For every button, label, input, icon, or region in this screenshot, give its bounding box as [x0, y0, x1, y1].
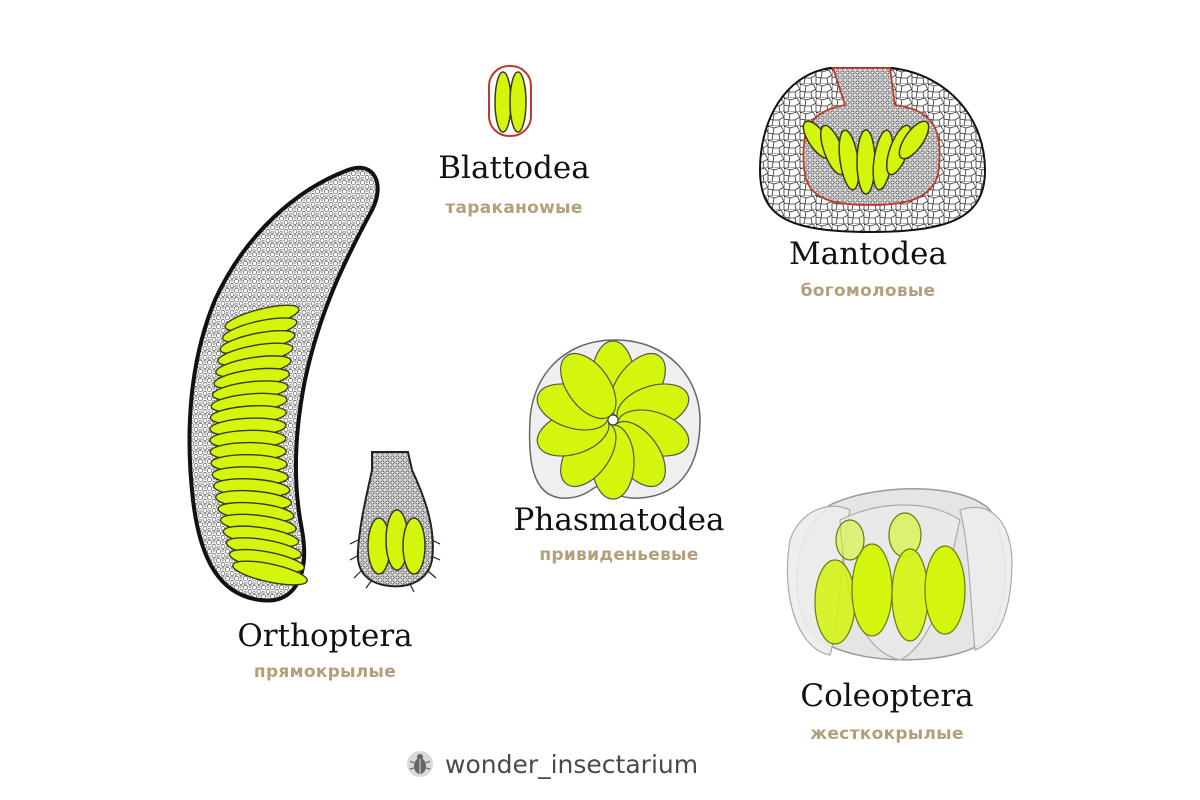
orthoptera-small-pod: [349, 451, 441, 593]
coleoptera-eggs: [814, 512, 966, 645]
mantodea-russian-label: богомоловые: [800, 281, 936, 301]
orthoptera-latin-label: Orthoptera: [237, 618, 413, 654]
coleoptera-egg-cluster: [786, 488, 1013, 661]
orthoptera-pod: [187, 165, 380, 603]
phasmatodea-russian-label: привиденьевые: [539, 545, 699, 565]
mantodea-eggs: [802, 120, 930, 195]
watermark-text: wonder_insectarium: [445, 749, 699, 779]
orthoptera-egg: [232, 560, 308, 586]
mantodea-latin-label: Mantodea: [789, 236, 947, 272]
phasmatodea-latin-label: Phasmatodea: [513, 502, 725, 538]
orthoptera-egg-stack: [209, 304, 308, 586]
watermark: wonder_insectarium: [405, 744, 698, 784]
blattodea-russian-label: тараканowые: [445, 198, 583, 218]
beetle-icon: [407, 751, 433, 777]
orthoptera-small-eggs: [367, 509, 426, 575]
orthoptera-russian-label: прямокрылые: [253, 662, 397, 682]
blattodea-latin-label: Blattodea: [438, 150, 590, 186]
coleoptera-latin-label: Coleoptera: [800, 678, 974, 714]
phasmatodea-egg-mass: [528, 339, 701, 500]
mantodea-ootheca: [758, 67, 987, 234]
blattodea-ootheca: [488, 65, 532, 137]
phasmatodea-eggs: [536, 340, 690, 500]
coleoptera-russian-label: жесткокрылые: [810, 724, 964, 744]
